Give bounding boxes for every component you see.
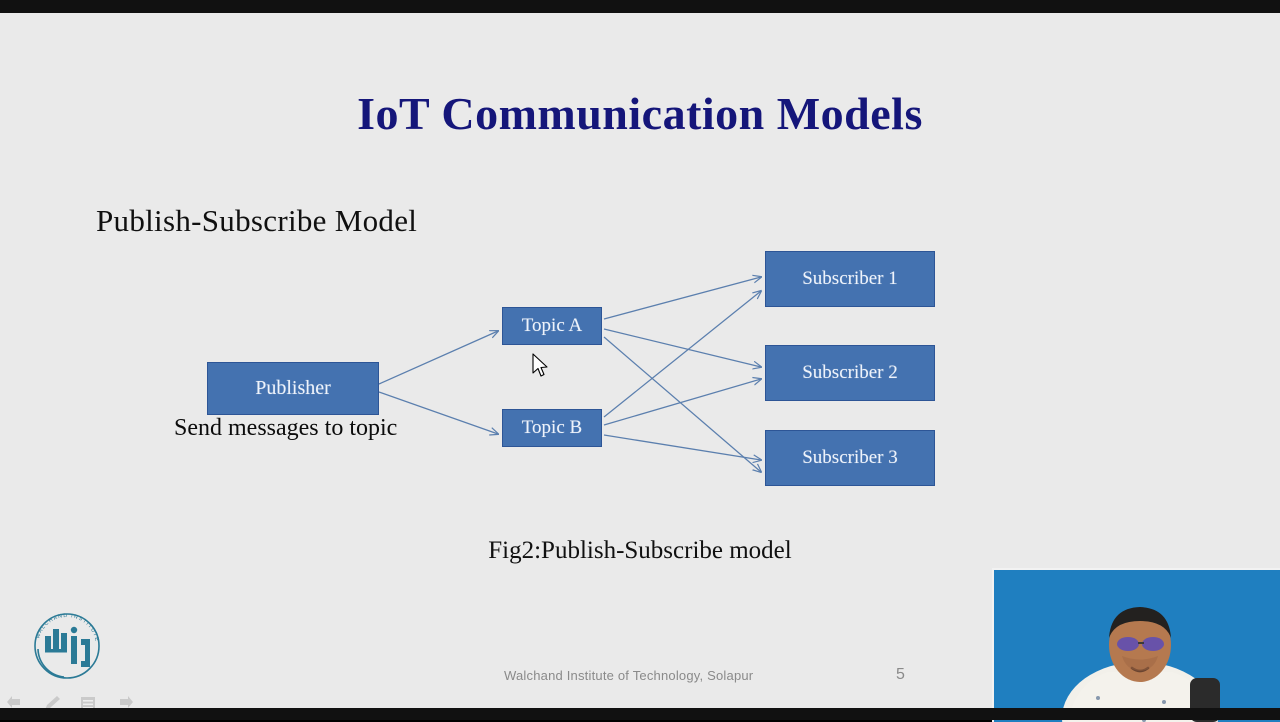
- mouse-pointer: [532, 353, 548, 377]
- node-topic-b-label: Topic B: [521, 417, 583, 438]
- previous-slide-icon[interactable]: [6, 695, 26, 713]
- diagram-arrows: [378, 13, 1280, 708]
- node-topic-b[interactable]: Topic B: [502, 409, 602, 447]
- menu-icon[interactable]: [78, 695, 98, 713]
- node-topic-a[interactable]: Topic A: [502, 307, 602, 345]
- walchand-institute-of-technology-logo: WALCHAND INSTITUTE OF TECHNOLOGY: [26, 605, 100, 679]
- letterbox-top: [0, 0, 1280, 13]
- figure-caption: Fig2:Publish-Subscribe model: [488, 537, 792, 564]
- node-publisher[interactable]: Publisher: [207, 362, 379, 415]
- next-slide-icon[interactable]: [114, 695, 134, 713]
- slide-title: IoT Communication Models: [357, 88, 923, 139]
- node-subscriber-2[interactable]: Subscriber 2: [765, 345, 935, 401]
- node-topic-a-label: Topic A: [521, 315, 583, 336]
- slide-subtitle: Publish-Subscribe Model: [96, 203, 418, 238]
- letterbox-bottom: [0, 708, 1280, 720]
- node-subscriber-2-label: Subscriber 2: [802, 362, 898, 383]
- node-subscriber-3-label: Subscriber 3: [802, 447, 898, 468]
- node-subscriber-1[interactable]: Subscriber 1: [765, 251, 935, 307]
- footer-organization: Walchand Institute of Technology, Solapu…: [504, 668, 754, 683]
- pen-icon[interactable]: [42, 695, 62, 713]
- presenter-webcam-overlay[interactable]: [992, 568, 1280, 722]
- presentation-slide: IoT Communication Models Publish-Subscri…: [0, 13, 1280, 711]
- node-publisher-label: Publisher: [255, 377, 331, 399]
- presentation-toolbar[interactable]: [6, 691, 146, 717]
- node-subscriber-3[interactable]: Subscriber 3: [765, 430, 935, 486]
- footer-page-number: 5: [896, 666, 905, 683]
- presenter-video-frame: [994, 570, 1280, 722]
- node-subscriber-1-label: Subscriber 1: [802, 268, 898, 289]
- publish-subscribe-diagram: Publisher Topic A Topic B Subscriber 1 S…: [0, 13, 1280, 708]
- send-messages-note: Send messages to topic: [174, 415, 398, 441]
